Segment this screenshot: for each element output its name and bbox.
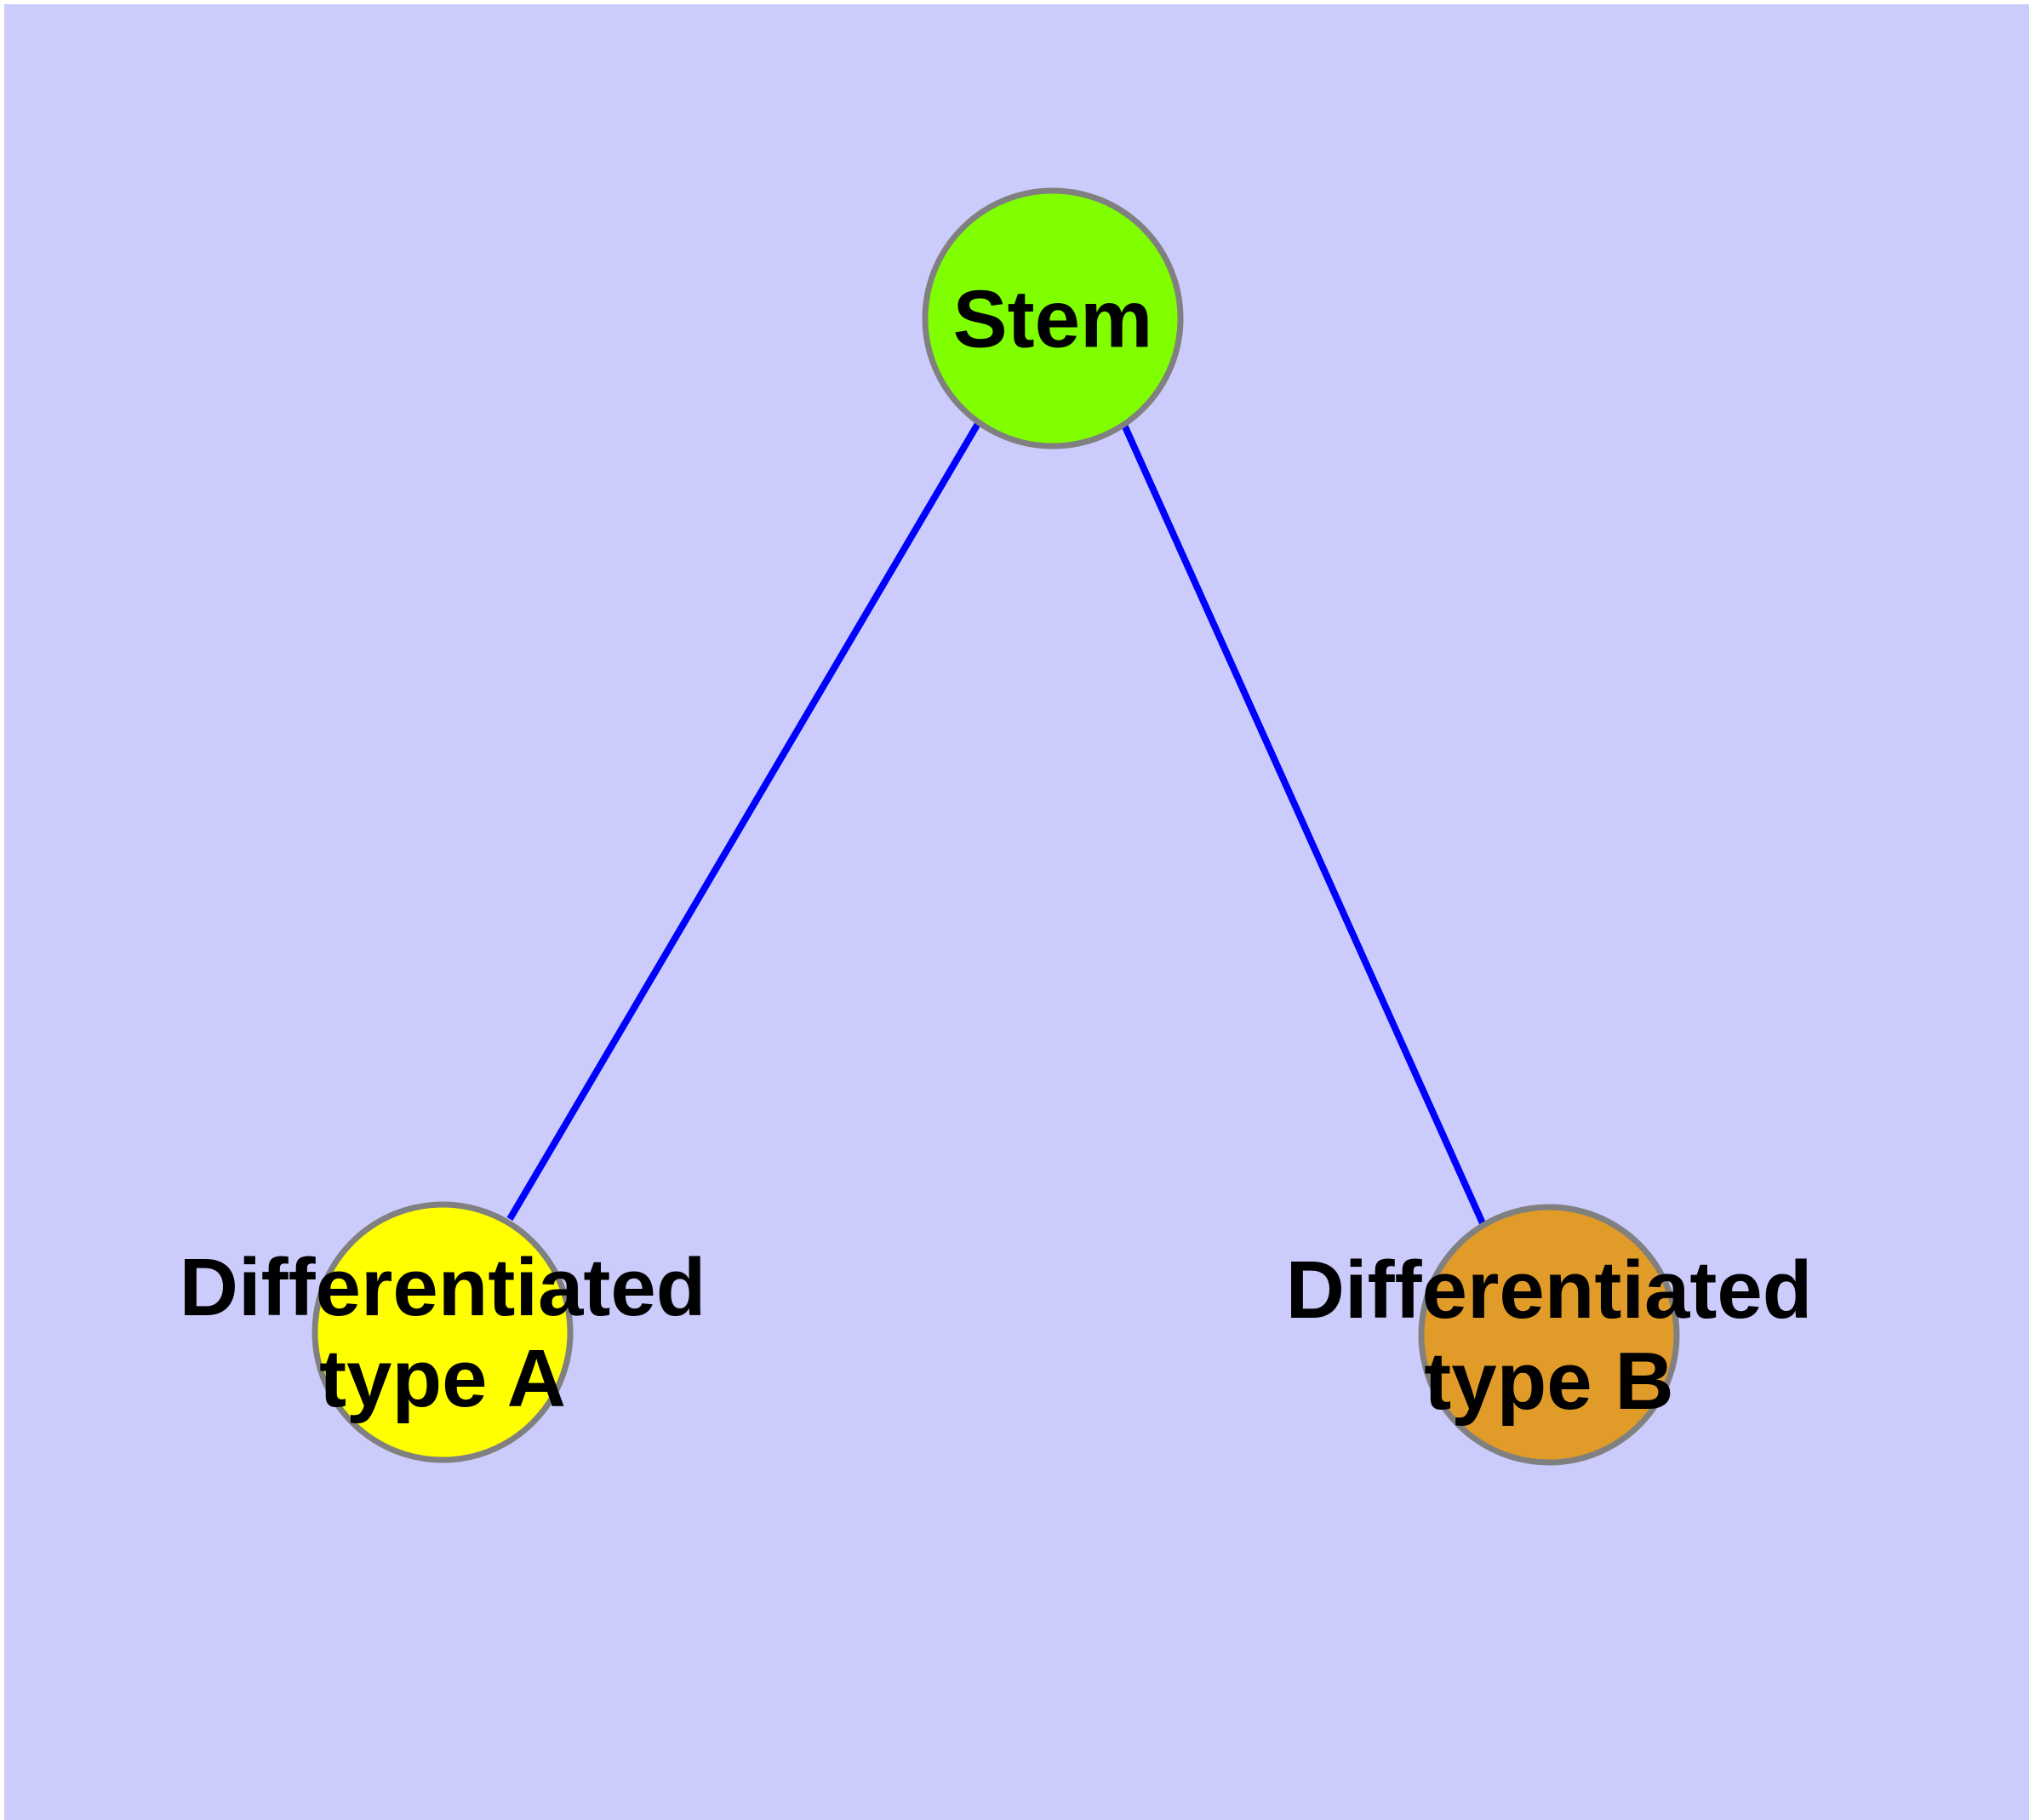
node-circle-layer [311, 187, 1680, 1466]
node-label-stem: Stem [953, 274, 1153, 365]
node-circle-diff-b[interactable] [1418, 1204, 1680, 1466]
edge-stem-to-diff-a[interactable] [506, 420, 982, 1222]
edge-stem-to-diff-b[interactable] [1120, 421, 1486, 1225]
node-circle-stem[interactable] [922, 187, 1184, 449]
edge-layer [506, 420, 1486, 1225]
node-label-line: Differentiated [180, 1242, 706, 1333]
node-label-line: Differentiated [1286, 1245, 1813, 1336]
node-circle-diff-a[interactable] [311, 1201, 574, 1463]
node-label-line: type A [319, 1333, 566, 1424]
node-label-line: type B [1424, 1336, 1673, 1427]
node-label-line: Stem [953, 274, 1153, 365]
